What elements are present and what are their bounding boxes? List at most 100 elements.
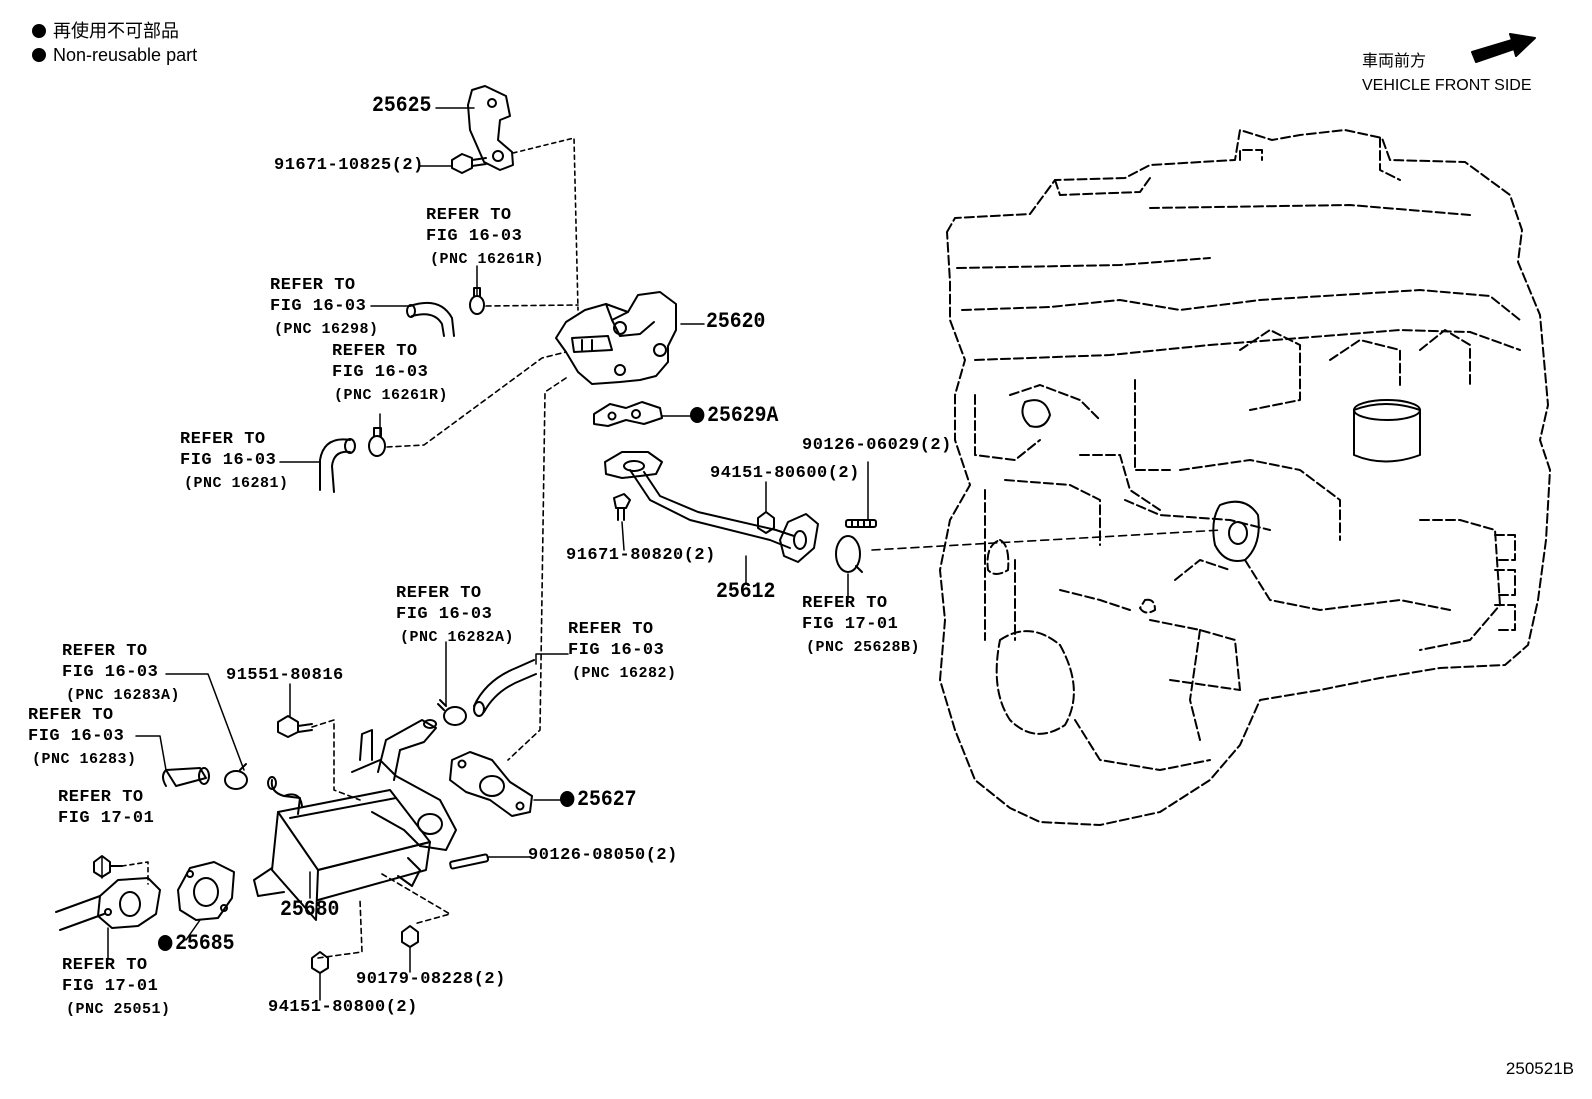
- legend-jp: 再使用不可部品: [32, 20, 179, 42]
- part-label-25612[interactable]: 25612: [716, 579, 776, 604]
- non-reusable-dot-icon: [158, 935, 173, 951]
- non-reusable-dot-icon: [690, 407, 705, 423]
- refer-pnc: (PNC 16261R): [334, 387, 449, 404]
- dashed-cooler-to-nuts: [381, 873, 451, 925]
- refer-pnc: (PNC 16282A): [400, 629, 515, 646]
- clamp-16261R-middle: [368, 427, 386, 457]
- part-label-91671-80820[interactable]: 91671-80820(2): [566, 546, 716, 565]
- refer-pnc: (PNC 16283A): [66, 687, 181, 704]
- bolt-91551-80816: [277, 715, 313, 738]
- refer-label[interactable]: REFER TO: [568, 620, 654, 639]
- o-ring-25628B: [835, 535, 863, 573]
- bolt-91671-80820: [613, 493, 631, 521]
- part-label-25680[interactable]: 25680: [280, 897, 340, 922]
- legend-jp-text: 再使用不可部品: [53, 21, 179, 41]
- part-label-90126-06029[interactable]: 90126-06029(2): [802, 436, 952, 455]
- part-label-25685-text: 25685: [175, 931, 235, 956]
- non-reusable-dot-icon: [560, 791, 575, 807]
- stud-90126-06029: [845, 519, 877, 528]
- dashed-clamp-mid-to-valve: [386, 351, 567, 448]
- legend-en: Non-reusable part: [32, 44, 197, 66]
- refer-pnc: (PNC 25628B): [806, 639, 921, 656]
- refer-pnc: (PNC 16283): [32, 751, 137, 768]
- refer-label[interactable]: REFER TO: [180, 430, 266, 449]
- leader-lines: [101, 107, 869, 1001]
- stud-90126-08050: [449, 853, 490, 870]
- refer-label[interactable]: REFER TO: [62, 956, 148, 975]
- refer-fig[interactable]: FIG 16-03: [180, 451, 277, 470]
- legend-en-text: Non-reusable part: [53, 45, 198, 65]
- part-label-25627[interactable]: 25627: [560, 788, 637, 812]
- front-indicator-en: VEHICLE FRONT SIDE: [1362, 77, 1532, 94]
- dashed-bolt-to-cooler: [311, 719, 361, 801]
- refer-label[interactable]: REFER TO: [28, 706, 114, 725]
- nut-94151-80600: [757, 511, 775, 534]
- refer-pnc: (PNC 16261R): [430, 251, 545, 268]
- bracket-25625: [467, 85, 514, 171]
- refer-fig[interactable]: FIG 16-03: [396, 605, 493, 624]
- refer-fig[interactable]: FIG 16-03: [62, 663, 159, 682]
- legend-dot-icon: [32, 48, 46, 62]
- part-label-25625[interactable]: 25625: [372, 93, 432, 118]
- part-label-25620[interactable]: 25620: [706, 309, 766, 334]
- refer-fig[interactable]: FIG 16-03: [332, 363, 429, 382]
- refer-label[interactable]: REFER TO: [332, 342, 418, 361]
- part-label-91551-80816[interactable]: 91551-80816: [226, 666, 344, 685]
- gasket-25685: [177, 861, 235, 921]
- front-indicator-jp: 車両前方: [1362, 53, 1427, 70]
- nut-90179-08228: [401, 925, 419, 948]
- legend-dot-icon: [32, 24, 46, 38]
- refer-fig[interactable]: FIG 16-03: [270, 297, 367, 316]
- refer-fig[interactable]: FIG 17-01: [802, 615, 899, 634]
- dashed-clamp-top-to-valve: [485, 304, 579, 307]
- refer-pnc: (PNC 16281): [184, 475, 289, 492]
- refer-fig[interactable]: FIG 16-03: [568, 641, 665, 660]
- refer-fig[interactable]: FIG 17-01: [62, 977, 159, 996]
- engine-block: [939, 129, 1551, 826]
- refer-label[interactable]: REFER TO: [802, 594, 888, 613]
- part-label-91671-10825[interactable]: 91671-10825(2): [274, 156, 424, 175]
- refer-fig[interactable]: FIG 16-03: [426, 227, 523, 246]
- egr-pipe-25612: [604, 451, 819, 563]
- front-arrow-icon: [1471, 33, 1536, 63]
- refer-label[interactable]: REFER TO: [426, 206, 512, 225]
- part-label-90126-08050[interactable]: 90126-08050(2): [528, 846, 678, 865]
- part-label-25627-text: 25627: [577, 787, 637, 812]
- dashed-cooler-to-nut-2: [317, 899, 363, 959]
- nut-94151-80800: [311, 951, 329, 974]
- figure-id: 250521B: [1505, 1059, 1574, 1078]
- egr-cooler-25680: [253, 719, 457, 921]
- egr-valve-25620: [555, 291, 677, 385]
- part-label-25685[interactable]: 25685: [158, 932, 235, 956]
- clamp-16282A: [437, 699, 467, 726]
- part-label-94151-80800[interactable]: 94151-80800(2): [268, 998, 418, 1017]
- dashed-valve-to-cooler: [507, 377, 567, 761]
- refer-pnc: (PNC 16282): [572, 665, 677, 682]
- dashed-bolt-to-flange: [121, 861, 149, 885]
- hose-16282: [473, 659, 537, 717]
- gasket-25629A: [593, 401, 663, 427]
- refer-label[interactable]: REFER TO: [396, 584, 482, 603]
- refer-label[interactable]: REFER TO: [62, 642, 148, 661]
- refer-pnc: (PNC 25051): [66, 1001, 171, 1018]
- hose-16298: [406, 302, 455, 337]
- refer-pnc: (PNC 16298): [274, 321, 379, 338]
- refer-label[interactable]: REFER TO: [58, 788, 144, 807]
- dashed-bracket-to-valve: [512, 137, 579, 311]
- part-label-25629A[interactable]: 25629A: [690, 404, 778, 428]
- exhaust-flange: [55, 877, 161, 931]
- hose-16283: [162, 767, 210, 787]
- engine-boss-features: [1021, 399, 1421, 562]
- part-label-90179-08228[interactable]: 90179-08228(2): [356, 970, 506, 989]
- part-label-94151-80600[interactable]: 94151-80600(2): [710, 464, 860, 483]
- part-label-25629A-text: 25629A: [707, 403, 779, 428]
- dashed-ring-to-engine: [871, 529, 1223, 551]
- gasket-25627: [449, 751, 533, 817]
- bolt-91671-10825: [451, 153, 487, 174]
- refer-label[interactable]: REFER TO: [270, 276, 356, 295]
- bolt-fig-17-01: [93, 855, 123, 878]
- refer-fig[interactable]: FIG 17-01: [58, 809, 155, 828]
- refer-fig[interactable]: FIG 16-03: [28, 727, 125, 746]
- hose-16281: [319, 438, 356, 493]
